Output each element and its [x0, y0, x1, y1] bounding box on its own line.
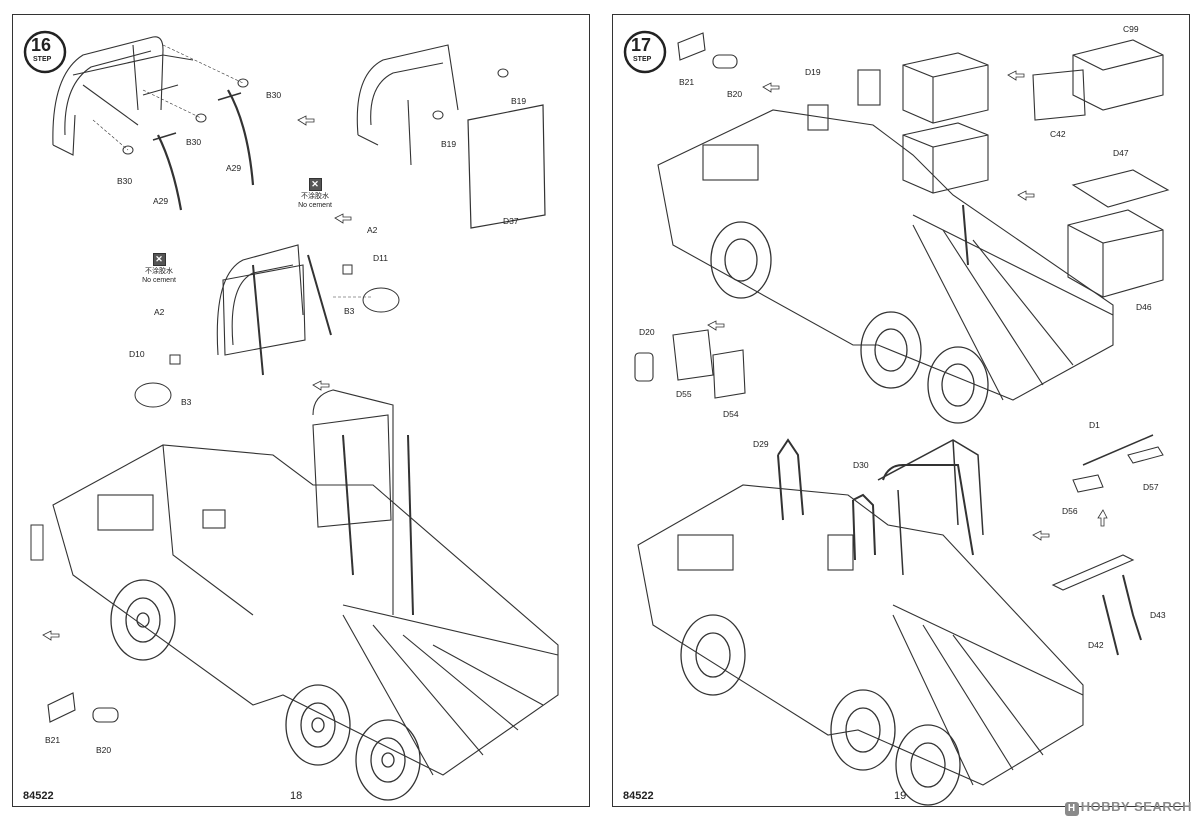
- no-cement-icon: ✕: [152, 253, 166, 266]
- part-d46-box: [1067, 209, 1164, 298]
- part-d43-leg: [1122, 574, 1142, 641]
- part-label: B19: [441, 139, 457, 149]
- part-label: A29: [226, 163, 242, 173]
- storage-boxes: [902, 39, 1164, 194]
- step-17-assembly-drawing: [634, 32, 1170, 806]
- part-label: B3: [181, 397, 192, 407]
- no-cement-note: ✕ 不涂胶水 No cement: [293, 178, 337, 210]
- part-rack-frame: [877, 439, 984, 576]
- part-b21-b20: [47, 692, 119, 723]
- part-label: D10: [129, 349, 145, 359]
- part-label: B20: [96, 745, 112, 755]
- step-badge: [623, 30, 667, 74]
- step-number: 17: [631, 35, 652, 55]
- part-a29-bar-left: [157, 134, 183, 211]
- part-label: D55: [676, 389, 692, 399]
- vehicle-illustration-top: [657, 69, 1114, 401]
- part-label: B21: [679, 77, 695, 87]
- part-label: B19: [511, 96, 527, 106]
- rollbar-subassembly: [52, 36, 194, 156]
- part-label: B20: [727, 89, 743, 99]
- part-d42-leg: [1102, 594, 1119, 656]
- no-cement-cn: 不涂胶水: [145, 268, 173, 275]
- vehicle-wheels-top: [710, 221, 989, 424]
- step-label: STEP: [633, 56, 652, 63]
- no-cement-note: ✕ 不涂胶水 No cement: [137, 253, 181, 285]
- part-label: D46: [1136, 302, 1152, 312]
- kit-code: 84522: [623, 790, 654, 802]
- part-d1-bar: [1082, 434, 1154, 466]
- vehicle-wheels-bottom: [680, 614, 961, 806]
- no-cement-icon: ✕: [308, 178, 322, 191]
- part-label: D54: [723, 409, 739, 419]
- part-label: C42: [1050, 129, 1066, 139]
- part-label: B21: [45, 735, 61, 745]
- step-number: 16: [31, 35, 52, 55]
- part-d29-frame: [777, 438, 804, 521]
- rollbar-with-panel: [356, 44, 459, 166]
- part-label: B30: [186, 137, 202, 147]
- part-d47-lid: [1071, 169, 1170, 208]
- vehicle-illustration-bottom: [637, 464, 1084, 786]
- kit-code: 84522: [23, 790, 54, 802]
- part-label: D1: [1089, 420, 1100, 430]
- instruction-page-right: 17 STEP B21 B20 D19 C99 C42 D47 D46 D20 …: [612, 14, 1190, 807]
- part-label: D47: [1113, 148, 1129, 158]
- step-16-assembly-drawing: [30, 36, 559, 801]
- part-label: D30: [853, 460, 869, 470]
- vehicle-wheels: [110, 579, 421, 801]
- no-cement-cn: 不涂胶水: [301, 193, 329, 200]
- no-cement-en: No cement: [142, 277, 176, 284]
- watermark-text: HOBBY SEARCH: [1080, 799, 1192, 814]
- part-label: C99: [1123, 24, 1139, 34]
- part-label: A2: [367, 225, 378, 235]
- part-label: D11: [373, 253, 388, 263]
- part-label: D20: [639, 327, 655, 337]
- part-label: A2: [154, 307, 165, 317]
- part-a29-bar-right: [227, 89, 255, 186]
- part-label: D42: [1088, 640, 1104, 650]
- page-number: 18: [290, 790, 303, 802]
- part-label: D56: [1062, 506, 1078, 516]
- instruction-page-left: 16 STEP ✕ 不涂胶水 No cement ✕ 不涂胶水 No cemen…: [12, 14, 590, 807]
- part-label: D43: [1150, 610, 1166, 620]
- watermark-logo: H: [1064, 802, 1079, 816]
- part-label: B3: [344, 306, 355, 316]
- part-d30-frame: [852, 493, 876, 561]
- part-label: D57: [1143, 482, 1159, 492]
- middle-rollbar-assembly: [216, 244, 332, 376]
- part-label: D37: [503, 216, 519, 226]
- no-cement-en: No cement: [298, 202, 332, 209]
- part-label: A29: [153, 196, 169, 206]
- part-b21-b20: [677, 32, 738, 69]
- step-label: STEP: [33, 56, 52, 63]
- part-d37-panel: [467, 104, 546, 229]
- step-badge: [23, 30, 67, 74]
- part-label: B30: [117, 176, 133, 186]
- part-label: D29: [753, 439, 769, 449]
- part-label: B30: [266, 90, 282, 100]
- page-number: 19: [894, 790, 907, 802]
- part-label: D19: [805, 67, 821, 77]
- vehicle-illustration: [52, 389, 559, 776]
